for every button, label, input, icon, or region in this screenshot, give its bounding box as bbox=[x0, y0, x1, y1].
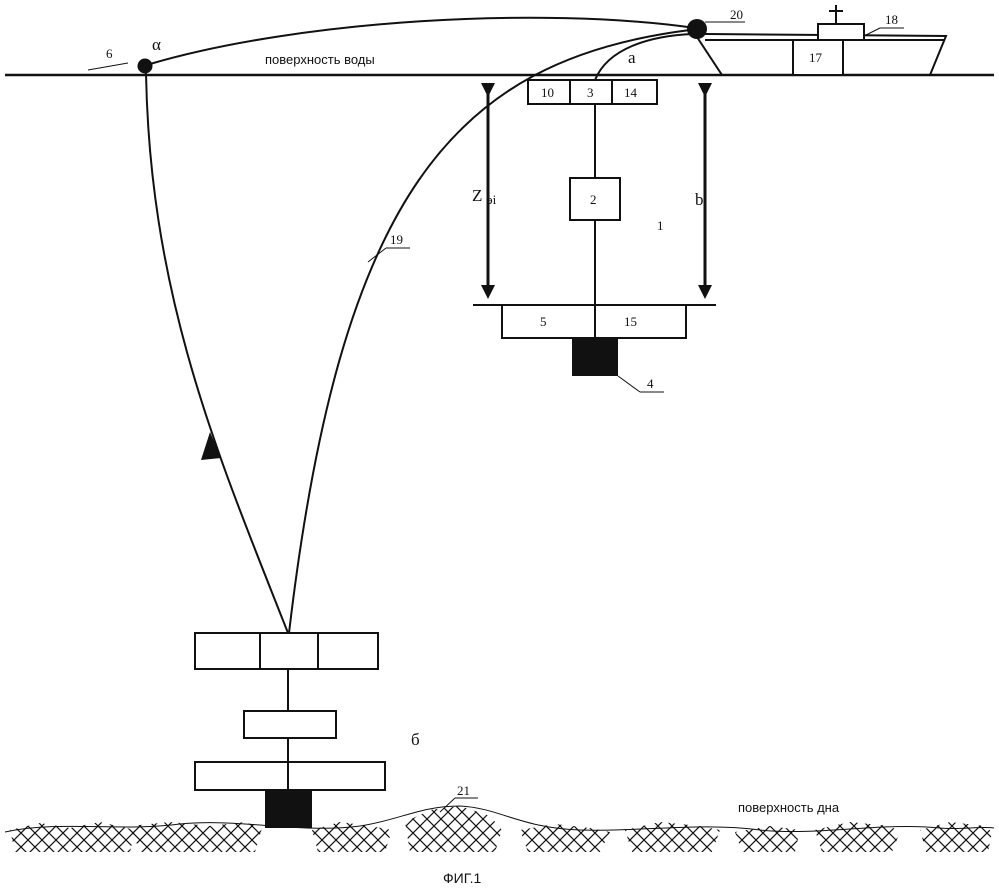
leader-6 bbox=[87, 62, 129, 71]
ship-hull bbox=[693, 33, 948, 76]
deep-box-middle bbox=[259, 632, 319, 670]
leader-4 bbox=[617, 375, 641, 393]
label-4: 4 bbox=[647, 376, 654, 391]
label-20: 20 bbox=[730, 7, 743, 22]
label-side-a: а bbox=[628, 48, 636, 67]
ship-cabin bbox=[817, 23, 865, 41]
box-10 bbox=[527, 79, 571, 105]
label-15: 15 bbox=[624, 314, 637, 329]
bottom-surface-label: поверхность дна bbox=[738, 800, 840, 815]
label-14: 14 bbox=[624, 85, 638, 100]
deep-box-center bbox=[243, 710, 337, 739]
box-14 bbox=[611, 79, 658, 105]
label-b: b bbox=[695, 190, 704, 209]
label-2: 2 bbox=[590, 192, 597, 207]
box-17 bbox=[792, 39, 844, 76]
ray-arrowhead bbox=[201, 432, 221, 460]
seabed-hatching bbox=[10, 806, 992, 852]
water-surface-label: поверхность воды bbox=[265, 52, 375, 67]
deep-weight bbox=[265, 790, 312, 828]
buoy-alpha-marker bbox=[137, 58, 153, 74]
leader-18 bbox=[863, 27, 881, 37]
label-17: 17 bbox=[809, 50, 823, 65]
leader-21 bbox=[439, 797, 456, 813]
label-3: 3 bbox=[587, 85, 594, 100]
label-21: 21 bbox=[457, 783, 470, 798]
figure-caption: ФИГ.1 bbox=[443, 870, 481, 886]
weight-4 bbox=[572, 338, 618, 376]
label-10: 10 bbox=[541, 85, 554, 100]
acoustic-ray bbox=[145, 72, 289, 634]
label-alpha: α bbox=[152, 35, 161, 54]
deep-box-right bbox=[317, 632, 379, 670]
label-19: 19 bbox=[390, 232, 403, 247]
seabed-profile bbox=[4, 805, 995, 833]
label-6: 6 bbox=[106, 46, 113, 61]
cable-alpha-to-20 bbox=[149, 16, 696, 65]
box-2 bbox=[569, 177, 621, 221]
cable-19 bbox=[288, 29, 691, 634]
label-z-sub: эi bbox=[487, 192, 497, 207]
box-15 bbox=[594, 304, 687, 339]
label-z: Z bbox=[472, 186, 482, 205]
label-18: 18 bbox=[885, 12, 898, 27]
box-5 bbox=[501, 304, 596, 339]
cable-a bbox=[594, 33, 693, 81]
deep-box-base bbox=[194, 761, 386, 791]
deep-box-left bbox=[194, 632, 261, 670]
label-side-b: б bbox=[411, 730, 420, 749]
leader-19 bbox=[367, 247, 387, 263]
label-1: 1 bbox=[657, 218, 664, 233]
label-5: 5 bbox=[540, 314, 547, 329]
